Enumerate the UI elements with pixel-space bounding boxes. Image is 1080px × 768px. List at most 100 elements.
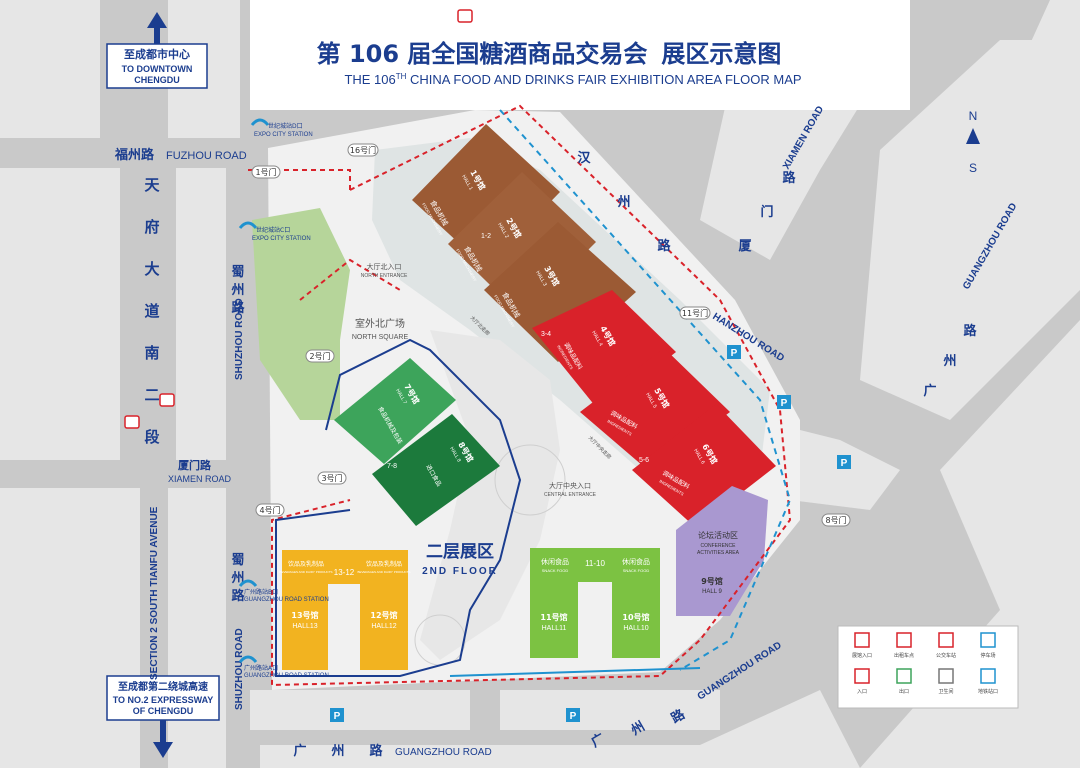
hall-13-cat-cn: 饮品及乳制品 bbox=[288, 560, 324, 568]
parking-icon[interactable] bbox=[330, 708, 344, 722]
hall-12-13-connector bbox=[282, 550, 408, 584]
gate-16-badge[interactable] bbox=[347, 143, 379, 157]
gate-3-badge[interactable] bbox=[317, 471, 347, 485]
hall-11-cn: 11号馆 bbox=[540, 612, 567, 622]
block bbox=[0, 0, 100, 138]
bus-icon[interactable] bbox=[457, 9, 473, 23]
gate-1-badge[interactable] bbox=[251, 165, 281, 179]
gate-1-label: 1号门 bbox=[255, 167, 276, 177]
legend-icon bbox=[938, 632, 954, 648]
hall-4[interactable] bbox=[532, 290, 676, 412]
parking-markers: P P P P P bbox=[330, 345, 851, 722]
road-shuzhou-en-lower: SHUZHOU ROAD bbox=[234, 628, 245, 710]
road-char: 天 bbox=[144, 176, 160, 194]
road-xiamen-cn: 厦门路 bbox=[178, 458, 212, 472]
title-cn-suffix: 展区示意图 bbox=[661, 40, 781, 68]
road-char: 广 bbox=[293, 743, 306, 759]
hall-12-cat-cn: 饮品及乳制品 bbox=[366, 560, 402, 568]
metro-icon bbox=[238, 655, 258, 663]
road-char: 广 bbox=[923, 383, 936, 399]
hall-3[interactable] bbox=[484, 222, 636, 362]
area-labels: 室外北广场 NORTH SQUARE 大厅北入口 NORTH ENTRANCE … bbox=[352, 262, 740, 577]
station-guangzhou2-cn: 广州路站A口 bbox=[244, 664, 278, 672]
hall-10-cat-en: SNACK FOOD bbox=[623, 568, 650, 573]
parking-icon[interactable] bbox=[837, 455, 851, 469]
gate-4-badge[interactable] bbox=[255, 503, 285, 517]
legend-icon bbox=[938, 668, 954, 684]
bus-icon[interactable] bbox=[159, 393, 175, 407]
sign-expressway-cn: 至成都第二绕城高速 bbox=[118, 680, 208, 693]
hall-12-en: HALL12 bbox=[371, 623, 396, 630]
sign-downtown-cn: 至成都市中心 bbox=[124, 47, 190, 61]
hall-10[interactable] bbox=[612, 582, 660, 658]
road-hanzhou-cn: 汉州路 bbox=[577, 150, 671, 254]
legend-label: 入口 bbox=[857, 689, 867, 695]
parking-label: P bbox=[334, 711, 341, 722]
block bbox=[860, 40, 1080, 420]
hall-2[interactable] bbox=[448, 172, 596, 316]
link-1-2: 1-2 bbox=[481, 233, 491, 240]
hall-9-en: HALL 9 bbox=[702, 589, 722, 595]
road-shuzhou-cn-lower: 蜀州路 bbox=[230, 553, 245, 604]
gate-11-badge[interactable] bbox=[679, 306, 711, 320]
road-char: 大 bbox=[144, 260, 159, 278]
hall-7[interactable] bbox=[334, 358, 456, 464]
gate-2-label: 2号门 bbox=[309, 351, 330, 361]
compass-south: S bbox=[969, 161, 977, 175]
legend-icon bbox=[980, 668, 996, 684]
legend-icon bbox=[896, 668, 912, 684]
block bbox=[0, 488, 140, 768]
hall-6[interactable] bbox=[632, 404, 776, 528]
hall-8[interactable] bbox=[372, 414, 500, 526]
hall-11[interactable] bbox=[530, 582, 578, 658]
hall-13[interactable] bbox=[282, 584, 328, 670]
hall-11-cat-en: SNACK FOOD bbox=[542, 568, 569, 573]
station-guangzhou-cn: 广州路站B口 bbox=[244, 588, 278, 596]
road-tianfu-en: SECTION 2 SOUTH TIANFU AVENUE bbox=[149, 506, 160, 680]
gate-8-label: 8号门 bbox=[825, 515, 846, 525]
road-char: 路 bbox=[369, 743, 383, 759]
forum-en1: CONFERENCE bbox=[700, 543, 736, 549]
block bbox=[260, 690, 860, 768]
green-lawn bbox=[252, 208, 350, 420]
metro-icon bbox=[250, 118, 270, 126]
block bbox=[168, 488, 226, 768]
hall-13-cn: 13号馆 bbox=[291, 610, 318, 620]
hall-9[interactable] bbox=[676, 486, 768, 616]
legend-label: 展馆入口 bbox=[852, 652, 872, 659]
road-guangzhou-cn-east: 广州路 bbox=[923, 323, 977, 399]
title-panel bbox=[250, 0, 910, 110]
central-entrance-en: CENTRAL ENTRANCE bbox=[544, 492, 597, 498]
road-char: 州 bbox=[230, 571, 244, 586]
gate-8-badge[interactable] bbox=[821, 513, 851, 527]
block bbox=[500, 690, 720, 730]
gate-2-badge[interactable] bbox=[305, 349, 335, 363]
road-char: 路 bbox=[231, 300, 245, 316]
station-expo2-cn: 世纪城站C口 bbox=[256, 226, 290, 234]
hall-10-cn: 10号馆 bbox=[622, 612, 649, 622]
road-fuzhou-en: FUZHOU ROAD bbox=[166, 150, 247, 162]
link-7-8: 7-8 bbox=[387, 463, 397, 470]
hall-5[interactable] bbox=[580, 348, 730, 472]
legend-items: 展馆入口出租车点公交车站停车场入口出口卫生间地铁站口 bbox=[852, 632, 998, 695]
hall-10-11-connector bbox=[530, 548, 660, 582]
road-fuzhou-cn: 福州路 bbox=[114, 147, 155, 163]
hall-12[interactable] bbox=[360, 584, 408, 670]
north-entrance-en: NORTH ENTRANCE bbox=[361, 273, 408, 279]
parking-label: P bbox=[570, 711, 577, 722]
road-char: 府 bbox=[144, 218, 159, 236]
hall-1[interactable] bbox=[412, 124, 560, 268]
parking-icon[interactable] bbox=[777, 395, 791, 409]
north-square-cn: 室外北广场 bbox=[355, 317, 405, 330]
parking-icon[interactable] bbox=[566, 708, 580, 722]
sign-downtown: 至成都市中心 TO DOWNTOWN CHENGDU bbox=[106, 12, 208, 89]
gate-11-label: 11号门 bbox=[682, 308, 708, 318]
parking-icon[interactable] bbox=[727, 345, 741, 359]
second-floor-boundary bbox=[275, 338, 522, 677]
sign-expressway: 至成都第二绕城高速 TO NO.2 EXPRESSWAY OF CHENGDU bbox=[106, 675, 220, 758]
north-entrance-cn: 大厅北入口 bbox=[367, 262, 402, 271]
gate-4-label: 4号门 bbox=[259, 505, 280, 515]
bus-icon[interactable] bbox=[124, 415, 140, 429]
title-cn: 第 106 届全国糖酒商品交易会展区示意图 bbox=[317, 40, 782, 68]
